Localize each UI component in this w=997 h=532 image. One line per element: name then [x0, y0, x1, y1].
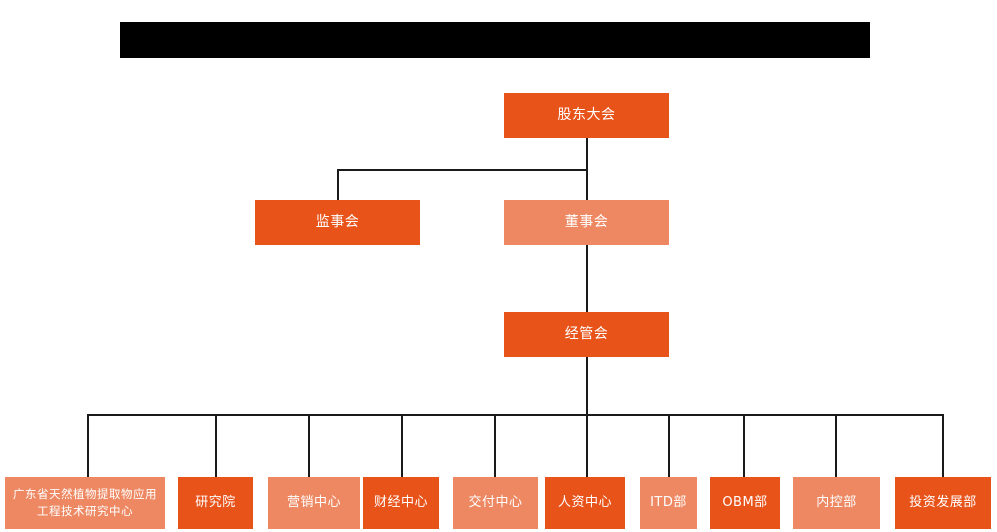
connector-drop-dept-2 — [215, 414, 217, 477]
connector-branch-supervisors — [337, 169, 588, 171]
connector-drop-dept-4 — [401, 414, 403, 477]
redacted-title-bar — [120, 22, 870, 58]
connector-management-stem — [586, 357, 588, 415]
node-dept-delivery-center[interactable]: 交付中心 — [453, 477, 538, 529]
node-board-of-directors[interactable]: 董事会 — [504, 200, 669, 245]
node-board-of-supervisors[interactable]: 监事会 — [255, 200, 420, 245]
connector-drop-dept-5 — [494, 414, 496, 477]
connector-drop-dept-3 — [308, 414, 310, 477]
connector-directors-to-management — [586, 245, 588, 312]
node-management-committee[interactable]: 经管会 — [504, 312, 669, 357]
node-dept-research-institute[interactable]: 研究院 — [178, 477, 253, 529]
connector-department-bus — [87, 414, 944, 416]
node-dept-internal-control[interactable]: 内控部 — [793, 477, 880, 529]
node-dept-investment-development[interactable]: 投资发展部 — [895, 477, 991, 529]
node-dept-itd[interactable]: ITD部 — [640, 477, 697, 529]
connector-drop-directors — [586, 169, 588, 200]
node-dept-human-resources-center[interactable]: 人资中心 — [545, 477, 625, 529]
node-dept-obm[interactable]: OBM部 — [710, 477, 780, 529]
connector-drop-dept-7 — [668, 414, 670, 477]
connector-drop-dept-9 — [835, 414, 837, 477]
connector-drop-dept-10 — [942, 414, 944, 477]
connector-drop-dept-8 — [743, 414, 745, 477]
connector-shareholders-stem — [586, 138, 588, 171]
connector-drop-supervisors — [337, 169, 339, 200]
node-shareholders-meeting[interactable]: 股东大会 — [504, 93, 669, 138]
connector-drop-dept-1 — [87, 414, 89, 477]
node-dept-finance-center[interactable]: 财经中心 — [363, 477, 439, 529]
node-dept-marketing-center[interactable]: 营销中心 — [268, 477, 360, 529]
connector-drop-dept-6 — [586, 414, 588, 477]
node-dept-guangdong-research-center[interactable]: 广东省天然植物提取物应用工程技术研究中心 — [5, 477, 165, 529]
